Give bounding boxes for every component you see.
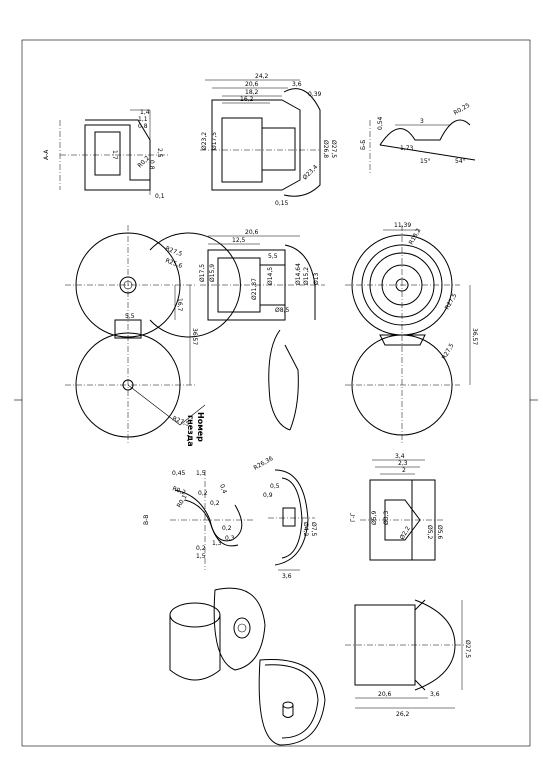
isometric-view	[169, 587, 326, 746]
dim-label: 3,4	[395, 453, 405, 460]
dim-label: 0,2	[222, 525, 232, 532]
dim-label: 0,9	[263, 492, 273, 499]
dim-label: 1,7	[111, 150, 118, 160]
dim-label: 0,2	[196, 545, 206, 552]
dim-label: 0,45	[172, 470, 186, 477]
dim-label: R0,25	[453, 102, 472, 117]
dim-label: 36,57	[471, 328, 478, 345]
dim-label: Ø5,9	[371, 511, 378, 525]
dim-label: R26,36	[253, 455, 275, 472]
dim-label: 2	[402, 467, 406, 474]
dim-label: 0,8	[148, 160, 155, 170]
hinge-section-view: 0,45 1,5 R0,2 0,2 0,2 R0,1 0,4 0,2 1,3 1…	[143, 470, 255, 570]
section-mark: А-А	[43, 149, 50, 160]
cavity-number-callout: гнезда	[186, 415, 195, 447]
dim-label: 15°	[420, 158, 431, 165]
dim-label: 0,2	[198, 490, 208, 497]
dim-label: R27,5	[444, 292, 459, 311]
dim-label: 0,8	[138, 123, 148, 130]
dim-label: 1,5	[196, 470, 206, 477]
dim-label: Ø26,8	[322, 140, 329, 158]
dim-label: 1,73	[400, 145, 414, 152]
dim-label: R25,6	[164, 257, 183, 270]
dim-label: 16,7	[176, 298, 183, 312]
dim-label: 0,1	[155, 193, 165, 200]
dim-label: 3,6	[430, 691, 440, 698]
dim-label: 3	[420, 118, 424, 125]
dim-label: 5,5	[125, 313, 135, 320]
dim-label: Ø27,5	[464, 640, 471, 658]
bottom-plan-view: 11,39 R18,2 R27,5 36,57 R27,5	[345, 222, 478, 445]
dim-label: R0,2	[171, 485, 186, 496]
dim-label: R27,5	[441, 342, 456, 361]
dim-label: 54°	[455, 158, 466, 165]
dim-label: 1,5	[196, 553, 206, 560]
dim-label: 0,4	[218, 483, 228, 495]
dim-label: 0,3	[225, 535, 235, 542]
dim-label: Ø17,5	[211, 132, 218, 150]
dim-label: 18,2	[245, 89, 259, 96]
dim-label: 20,6	[378, 691, 392, 698]
section-mark: Б-Б	[360, 140, 367, 150]
dim-label: Ø23,4	[301, 164, 319, 182]
drawing-frame	[21, 39, 531, 747]
dim-label: 20,6	[245, 81, 259, 88]
dim-label: 2,3	[398, 460, 408, 467]
dim-label: 20,6	[245, 229, 259, 236]
dim-label: Ø13	[313, 272, 320, 285]
dim-label: 5,5	[268, 253, 278, 260]
dim-label: Ø3,3	[383, 511, 390, 525]
dim-label: 26,2	[396, 711, 410, 718]
nozzle-section-view: 3,4 2,3 2 Ø5,9 Ø3,3 Ø5,2 Ø5,6 Ø2,2 Г-Г	[350, 453, 445, 561]
dim-label: 2,5	[156, 148, 163, 158]
dim-label: 3,6	[282, 573, 292, 580]
dim-label: Ø21,87	[251, 278, 258, 300]
dim-label: Ø5,2	[426, 525, 433, 539]
dim-label: Ø14,64	[295, 263, 302, 285]
dim-label: 24,2	[255, 73, 269, 80]
dim-label: 0,2	[210, 500, 220, 507]
hinge-detail-view: 0,54 3 R0,25 1,73 15° 54° Б-Б	[360, 102, 476, 175]
lid-section-view: R26,36 0,5 0,9 Ø7,5 Ø4,2 3,6	[253, 455, 318, 580]
dim-label: Ø27,5	[330, 140, 337, 158]
dim-label: 0,5	[270, 483, 280, 490]
cavity-number-callout: Номер	[196, 412, 205, 442]
dim-label: R27,5	[164, 245, 183, 258]
dim-label: R0,1	[176, 493, 189, 509]
dim-label: 3,6	[292, 81, 302, 88]
plan-view: R27,5 R25,6 5,5 16,7 36,57 R27,5 Номер г…	[65, 225, 241, 447]
section-mark: В-В	[143, 515, 150, 525]
dim-label: Ø14,5	[267, 267, 274, 285]
dim-label: Ø7,5	[310, 522, 317, 536]
dim-label: 1,4	[140, 109, 150, 116]
dim-label: 0,54	[377, 116, 384, 130]
dim-label: 36,57	[191, 328, 198, 345]
dim-label: 1,1	[138, 116, 148, 123]
dim-label: 0,39	[308, 91, 322, 98]
section-mark: Г-Г	[350, 512, 357, 522]
dim-label: 0,15	[275, 200, 289, 207]
dim-label: 11,39	[394, 222, 411, 229]
dim-label: 16,2	[240, 96, 254, 103]
dim-label: Ø23,2	[201, 132, 208, 150]
main-section-view: 24,2 20,6 3,6 18,2 16,2 0,39 Ø23,2 Ø17,5…	[200, 73, 337, 207]
top-detail-view: 1,4 1,1 0,8 1,7 2,5 0,8 R0,2 0,1 А-А	[43, 109, 170, 200]
dim-label: Ø5,6	[436, 525, 443, 539]
dim-label: Ø17,5	[199, 264, 206, 282]
dim-label: Ø15,2	[303, 267, 310, 285]
dim-label: 12,5	[232, 237, 246, 244]
dim-label: Ø4,2	[302, 522, 309, 536]
side-view: Ø27,5 20,6 3,6 26,2	[345, 599, 471, 718]
dim-label: 1,3	[212, 540, 222, 547]
dim-label: Ø8,5	[275, 307, 289, 314]
side-section-view: 20,6 12,5 5,5 Ø17,5 Ø15,9 Ø21,87 Ø14,5 Ø…	[199, 229, 325, 431]
dim-label: Ø15,9	[209, 264, 216, 282]
